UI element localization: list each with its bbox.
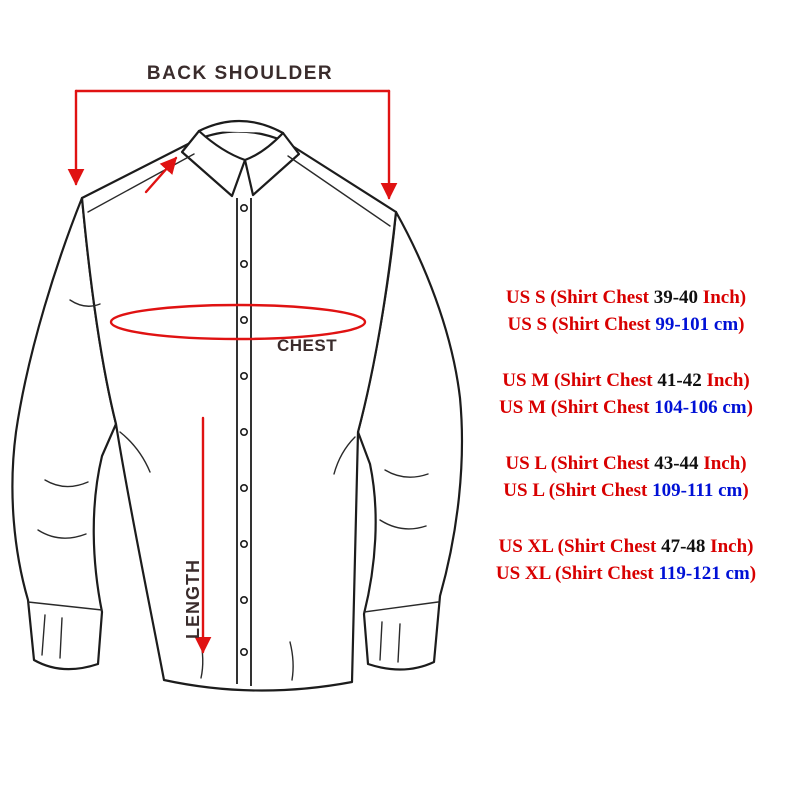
size-group-l: US L (Shirt Chest 43-44 Inch) US L (Shir…: [452, 450, 800, 504]
size-value-cm: 109-111 cm: [652, 480, 743, 501]
collar-arrow: [144, 156, 178, 194]
size-text-suffix: ): [742, 480, 749, 501]
button-row: [240, 204, 249, 656]
length-label: LENGTH: [183, 559, 203, 639]
button: [240, 427, 249, 436]
button: [240, 204, 249, 213]
size-line-inch: US XL (Shirt Chest 47-48 Inch): [452, 533, 800, 560]
size-text-suffix: ): [749, 563, 757, 584]
size-line-cm: US M (Shirt Chest 104-106 cm): [452, 394, 800, 421]
back-shoulder-label: BACK SHOULDER: [146, 63, 334, 84]
size-value-inch: 41-42: [657, 370, 702, 391]
collar: [180, 119, 301, 198]
size-text-suffix: ): [746, 397, 753, 418]
size-text-prefix: US XL (Shirt Chest: [498, 536, 662, 557]
size-group-s: US S (Shirt Chest 39-40 Inch) US S (Shir…: [452, 284, 800, 338]
chest-label: CHEST: [277, 336, 338, 355]
size-line-inch: US M (Shirt Chest 41-42 Inch): [452, 367, 800, 394]
size-group-m: US M (Shirt Chest 41-42 Inch) US M (Shir…: [452, 367, 800, 421]
size-text-suffix: Inch): [705, 536, 754, 557]
size-value-cm: 104-106 cm: [654, 397, 747, 418]
size-text-suffix: Inch): [701, 370, 750, 391]
size-text-prefix: US M (Shirt Chest: [502, 370, 658, 391]
button: [240, 647, 249, 656]
button: [240, 595, 249, 604]
size-value-inch: 47-48: [661, 536, 706, 557]
size-text-prefix: US XL (Shirt Chest: [495, 563, 659, 584]
size-line-inch: US S (Shirt Chest 39-40 Inch): [452, 284, 800, 311]
size-chart: US S (Shirt Chest 39-40 Inch) US S (Shir…: [452, 284, 800, 616]
size-line-cm: US S (Shirt Chest 99-101 cm): [452, 311, 800, 338]
size-value-inch: 39-40: [653, 287, 699, 308]
size-text-suffix: ): [738, 314, 745, 335]
size-group-xl: US XL (Shirt Chest 47-48 Inch) US XL (Sh…: [452, 533, 800, 587]
button: [240, 371, 249, 380]
size-line-cm: US L (Shirt Chest 109-111 cm): [452, 477, 800, 504]
button: [240, 315, 249, 324]
shirt-detail-lines: [27, 153, 439, 681]
size-text-prefix: US S (Shirt Chest: [507, 314, 656, 335]
size-text-suffix: Inch): [698, 453, 747, 474]
size-text-prefix: US L (Shirt Chest: [503, 480, 653, 501]
size-value-inch: 43-44: [654, 453, 699, 474]
size-text-suffix: Inch): [698, 287, 747, 308]
size-line-cm: US XL (Shirt Chest 119-121 cm): [452, 560, 800, 587]
size-text-prefix: US S (Shirt Chest: [505, 287, 654, 308]
size-value-cm: 119-121 cm: [658, 563, 750, 584]
size-value-cm: 99-101 cm: [655, 314, 739, 335]
shirt-body: [80, 130, 398, 692]
size-text-prefix: US M (Shirt Chest: [499, 397, 655, 418]
size-line-inch: US L (Shirt Chest 43-44 Inch): [452, 450, 800, 477]
placket: [236, 198, 252, 686]
size-text-prefix: US L (Shirt Chest: [505, 453, 655, 474]
button: [240, 483, 249, 492]
button: [240, 539, 249, 548]
button: [240, 259, 249, 268]
chest-measure-ellipse: [109, 303, 367, 341]
